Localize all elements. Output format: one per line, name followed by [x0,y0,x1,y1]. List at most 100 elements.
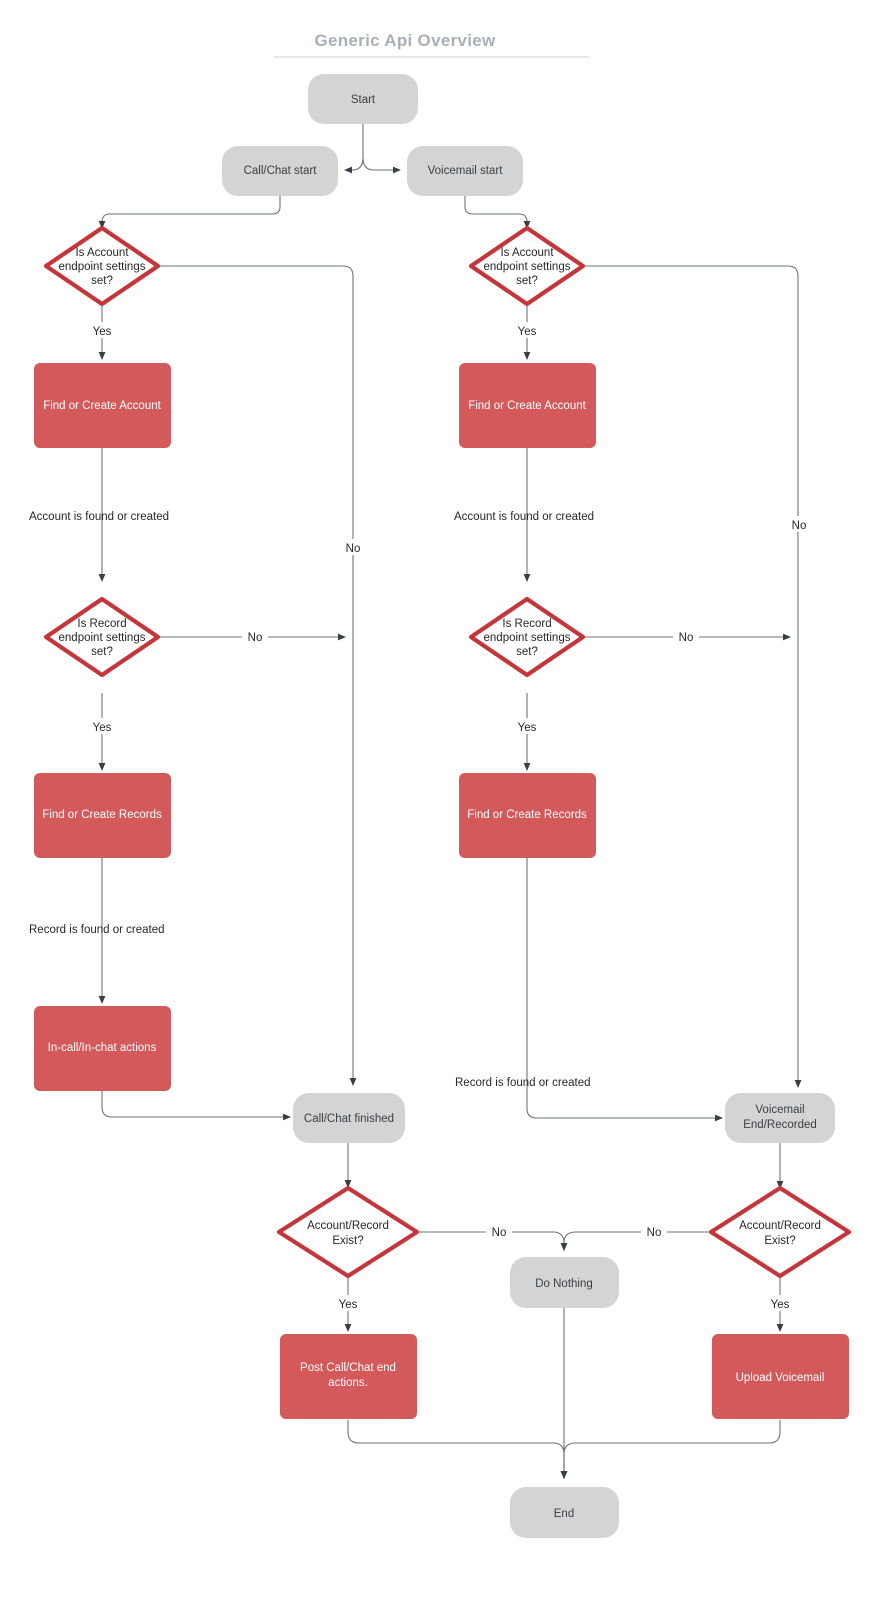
edge-label-no-exist-left: No [492,1227,507,1239]
node-post-call-chat-end-actions-shape[interactable] [280,1334,417,1419]
edge-postcall-to-end [347,1420,568,1479]
edge-label-account-found-right: Account is found or created [454,511,594,523]
decision-is-account-endpoint-left[interactable]: Is Account endpoint settings set? [43,225,161,307]
node-do-nothing-shape[interactable] [510,1257,619,1308]
node-find-or-create-records-left-label: Find or Create Records [42,809,162,821]
node-find-or-create-account-right-label: Find or Create Account [468,400,586,412]
node-find-or-create-records-right-label: Find or Create Records [467,809,587,821]
decision-is-record-endpoint-left-line2: endpoint settings [59,632,146,644]
node-call-chat-start-label: Call/Chat start [244,165,318,177]
node-find-or-create-account-right[interactable]: Find or Create Account [459,363,596,448]
edge-layer [98,124,802,1479]
decision-is-record-endpoint-right-line2: endpoint settings [484,632,571,644]
edge-voicemail-to-isaccount-right [464,196,531,229]
node-find-or-create-records-left-shape[interactable] [34,773,171,858]
decision-is-account-endpoint-right-shape[interactable] [468,225,586,307]
node-voicemail-start-shape[interactable] [407,146,523,196]
edge-exist-no-right-to-donothing [560,1231,718,1251]
decision-account-record-exist-right-shape[interactable] [708,1185,852,1279]
decision-is-account-endpoint-left-line1: Is Account [75,247,129,259]
node-call-chat-finished-label: Call/Chat finished [304,1113,394,1125]
decision-is-record-endpoint-right[interactable]: Is Record endpoint settings set? [468,596,586,678]
edge-label-yes-account-left: Yes [93,326,112,338]
edge-start-to-callchat [344,157,364,174]
decision-is-record-endpoint-left[interactable]: Is Record endpoint settings set? [43,596,161,678]
node-find-or-create-records-right-shape[interactable] [459,773,596,858]
decision-is-account-endpoint-right-line1: Is Account [500,247,554,259]
node-in-call-in-chat-actions-label: In-call/In-chat actions [48,1042,157,1054]
edge-label-account-found-left: Account is found or created [29,511,169,523]
decision-account-record-exist-left-line1: Account/Record [307,1220,389,1232]
node-find-or-create-account-right-shape[interactable] [459,363,596,448]
edge-records-to-voicemailend [526,858,723,1122]
edge-uploadvm-to-end [560,1420,781,1479]
edge-isaccount-no-right [580,265,802,1088]
node-start-shape[interactable] [308,74,418,124]
decision-is-record-endpoint-left-line1: Is Record [77,618,126,630]
node-end[interactable]: End [510,1487,619,1538]
decision-is-account-endpoint-right-line3: set? [516,275,538,287]
node-do-nothing[interactable]: Do Nothing [510,1257,619,1308]
node-in-call-in-chat-actions[interactable]: In-call/In-chat actions [34,1006,171,1091]
node-voicemail-end-recorded-line1: Voicemail [755,1104,804,1116]
node-start[interactable]: Start [308,74,418,124]
edge-label-yes-record-right: Yes [518,722,537,734]
node-find-or-create-records-right[interactable]: Find or Create Records [459,773,596,858]
edge-label-no-exist-right: No [647,1227,662,1239]
node-post-call-chat-end-actions[interactable]: Post Call/Chat end actions. [280,1334,417,1419]
node-voicemail-end-recorded[interactable]: Voicemail End/Recorded [725,1093,835,1143]
edge-isaccount-no-left [155,265,357,1086]
edge-callchat-to-isaccount-left [98,196,281,229]
edge-label-yes-exist-right: Yes [771,1299,790,1311]
edge-label-yes-account-right: Yes [518,326,537,338]
node-upload-voicemail[interactable]: Upload Voicemail [712,1334,849,1419]
decision-account-record-exist-right-line2: Exist? [764,1235,795,1247]
decision-is-record-endpoint-left-shape[interactable] [43,596,161,678]
edge-label-no-record-left: No [248,632,263,644]
decision-is-record-endpoint-right-line1: Is Record [502,618,551,630]
edge-start-to-voicemail [362,157,401,174]
node-do-nothing-label: Do Nothing [535,1278,593,1290]
node-voicemail-start[interactable]: Voicemail start [407,146,523,196]
node-start-label: Start [351,94,376,106]
node-in-call-in-chat-actions-shape[interactable] [34,1006,171,1091]
edge-label-no-account-right: No [792,520,807,532]
node-find-or-create-account-left[interactable]: Find or Create Account [34,363,171,448]
node-find-or-create-account-left-shape[interactable] [34,363,171,448]
node-end-label: End [554,1508,574,1520]
decision-is-account-endpoint-left-shape[interactable] [43,225,161,307]
node-find-or-create-records-left[interactable]: Find or Create Records [34,773,171,858]
node-voicemail-start-label: Voicemail start [428,165,504,177]
edge-label-no-record-right: No [679,632,694,644]
decision-is-record-endpoint-left-line3: set? [91,646,113,658]
node-call-chat-start-shape[interactable] [222,146,338,196]
page-title: Generic Api Overview [314,31,496,50]
decision-account-record-exist-right[interactable]: Account/Record Exist? [708,1185,852,1279]
decision-account-record-exist-left-shape[interactable] [276,1185,420,1279]
node-call-chat-finished[interactable]: Call/Chat finished [293,1093,405,1143]
decision-is-record-endpoint-right-shape[interactable] [468,596,586,678]
decision-is-account-endpoint-left-line2: endpoint settings [59,261,146,273]
node-voicemail-end-recorded-shape[interactable] [725,1093,835,1143]
node-call-chat-finished-shape[interactable] [293,1093,405,1143]
node-upload-voicemail-label: Upload Voicemail [736,1372,825,1384]
edge-incall-to-finished [101,1088,291,1121]
decision-account-record-exist-left[interactable]: Account/Record Exist? [276,1185,420,1279]
edge-label-layer: Yes Yes No No Account is found or create… [29,322,814,1311]
node-voicemail-end-recorded-line2: End/Recorded [743,1119,817,1131]
decision-is-record-endpoint-right-line3: set? [516,646,538,658]
node-post-call-chat-end-actions-line2: actions. [328,1377,368,1389]
decision-account-record-exist-left-line2: Exist? [332,1235,363,1247]
node-upload-voicemail-shape[interactable] [712,1334,849,1419]
edge-label-record-found-left: Record is found or created [29,924,165,936]
decision-account-record-exist-right-line1: Account/Record [739,1220,821,1232]
node-end-shape[interactable] [510,1487,619,1538]
decision-is-account-endpoint-left-line3: set? [91,275,113,287]
edge-label-no-account-left: No [346,543,361,555]
decision-is-account-endpoint-right[interactable]: Is Account endpoint settings set? [468,225,586,307]
node-find-or-create-account-left-label: Find or Create Account [43,400,161,412]
decision-is-account-endpoint-right-line2: endpoint settings [484,261,571,273]
node-call-chat-start[interactable]: Call/Chat start [222,146,338,196]
